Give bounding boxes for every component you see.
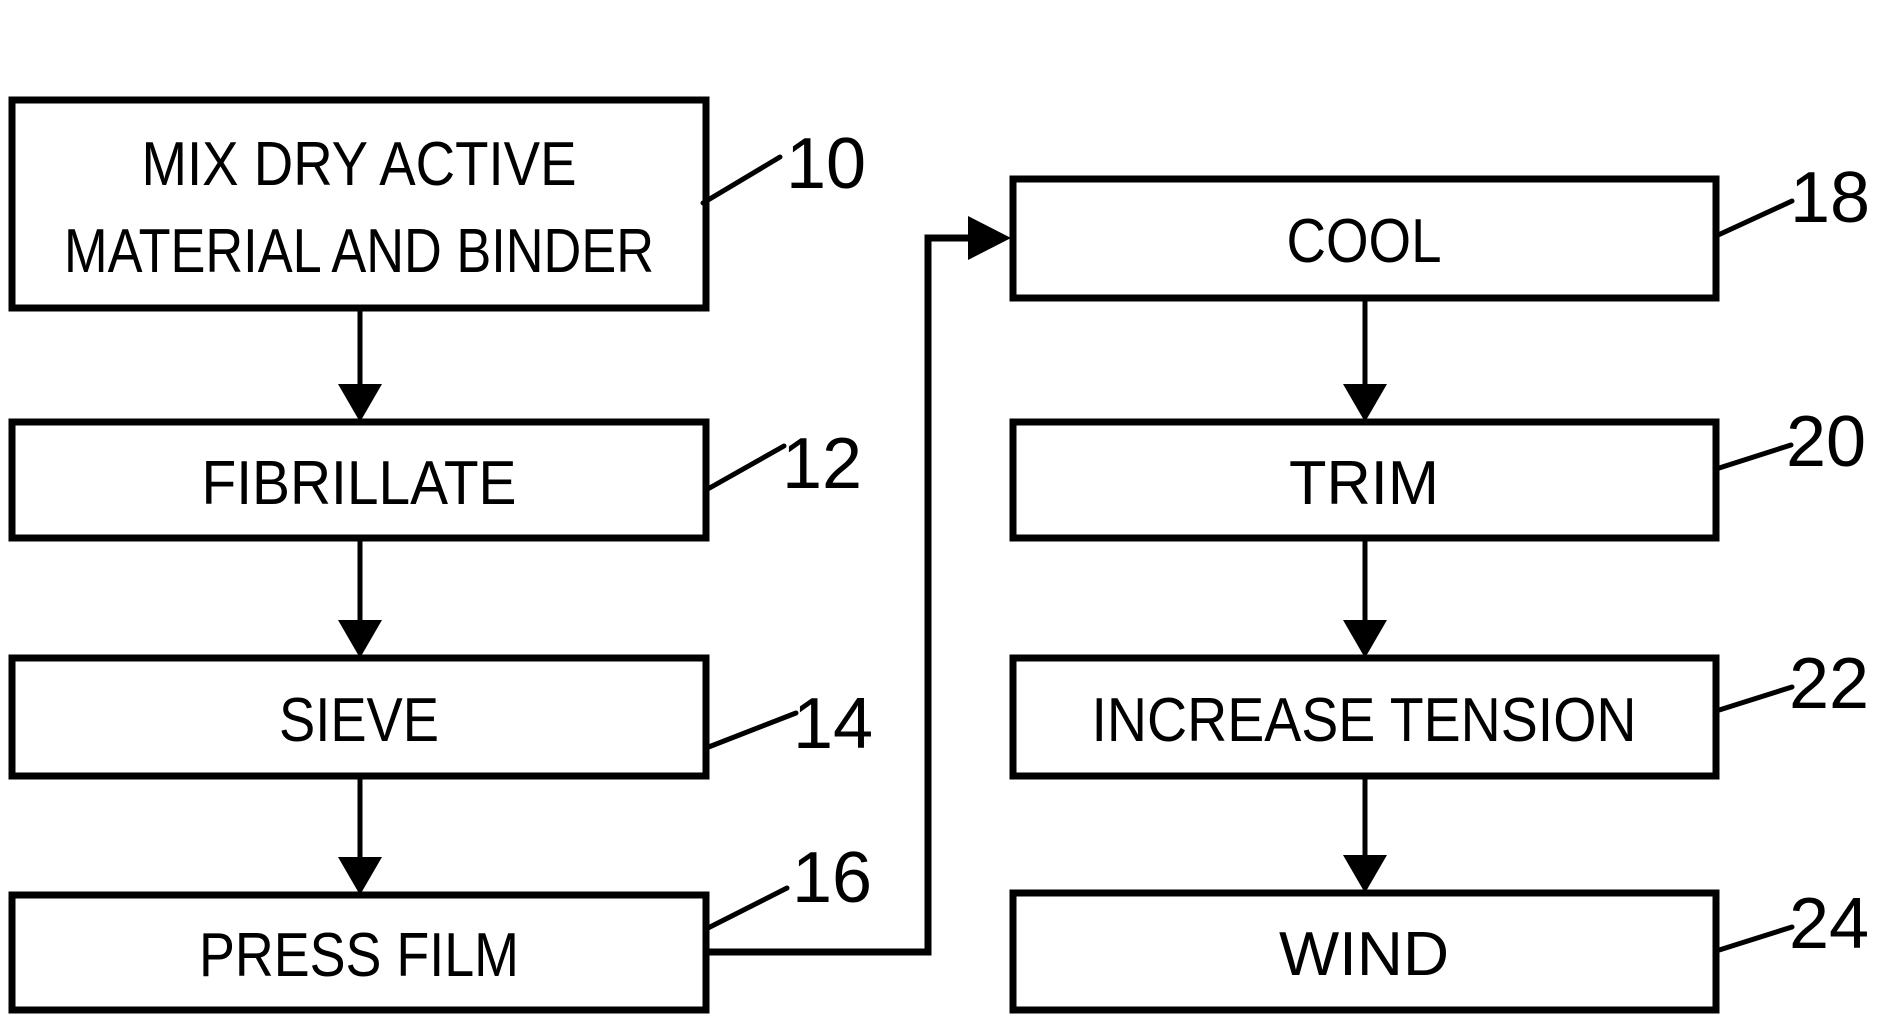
- leader-line-10: [700, 154, 783, 206]
- ref-number-14: 14: [793, 684, 873, 764]
- ref-number-20: 20: [1786, 402, 1866, 482]
- box-label-trim: TRIM: [1289, 449, 1439, 518]
- leader-line-22: [1713, 684, 1795, 714]
- ref-number-12: 12: [782, 424, 862, 504]
- leader-line-12: [703, 443, 787, 493]
- box-label-fibrillate: FIBRILLATE: [202, 449, 517, 518]
- box-label-cool: COOL: [1287, 207, 1442, 276]
- leader-line-24: [1713, 924, 1795, 954]
- connector-arrowhead: [968, 216, 1011, 260]
- arrow-sieve-to-press-film: [338, 776, 382, 895]
- arrow-cool-to-trim: [1343, 298, 1387, 422]
- process-box-wind: [1009, 889, 1720, 1014]
- arrow-trim-to-increase-tension: [1343, 538, 1387, 658]
- leader-line-20: [1713, 442, 1794, 472]
- ref-number-10: 10: [786, 124, 866, 204]
- box-label-press-film: PRESS FILM: [199, 921, 519, 990]
- leader-line-16: [703, 885, 790, 932]
- process-box-trim: [1009, 418, 1720, 542]
- arrow-mix-to-fibrillate: [338, 308, 382, 422]
- connector-press-film-to-cool: [706, 216, 1011, 956]
- ref-number-22: 22: [1789, 644, 1869, 724]
- arrow-increase-tension-to-wind: [1343, 776, 1387, 893]
- ref-number-16: 16: [792, 838, 872, 918]
- box-label-increase-tension: INCREASE TENSION: [1092, 686, 1637, 755]
- arrow-fibrillate-to-sieve: [338, 538, 382, 658]
- leader-line-18: [1713, 198, 1795, 239]
- process-box-mix: [8, 96, 710, 312]
- ref-number-24: 24: [1789, 884, 1869, 964]
- leader-line-14: [703, 710, 799, 751]
- box-label-mix-line1: MIX DRY ACTIVE: [142, 130, 577, 199]
- box-label-mix-line2: MATERIAL AND BINDER: [64, 217, 654, 286]
- ref-number-18: 18: [1790, 158, 1870, 238]
- box-label-sieve: SIEVE: [279, 686, 439, 755]
- box-label-wind: WIND: [1279, 920, 1449, 989]
- connector-line: [706, 234, 970, 956]
